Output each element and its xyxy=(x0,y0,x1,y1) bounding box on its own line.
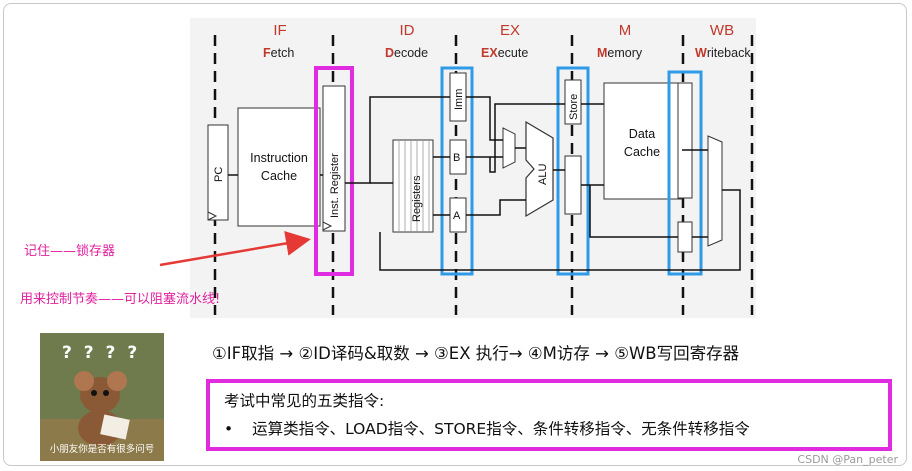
bullet-marker: • xyxy=(224,420,234,438)
mem-wb-result-latch xyxy=(677,221,693,253)
latch-note: 记住——锁存器 xyxy=(24,244,116,259)
rhythm-note: 用来控制节奏——可以阻塞流水线! xyxy=(20,292,221,307)
meme-image: ? ? ? ? 小朋友你是否有很多问号 xyxy=(40,333,164,461)
stage-if-abbr: IF xyxy=(273,22,286,39)
stage-wb-abbr: WB xyxy=(710,22,734,39)
datapath-wires xyxy=(228,96,741,271)
instruction-cache-label-1: Instruction xyxy=(250,151,308,165)
inst-register xyxy=(322,85,346,232)
inst-register-highlight xyxy=(314,66,354,276)
stage-if-name: Fetch xyxy=(263,46,294,60)
exam-instruction-types: 运算类指令、LOAD指令、STORE指令、条件转移指令、无条件转移指令 xyxy=(252,420,750,438)
register-file-stripes xyxy=(398,140,430,232)
store-latch xyxy=(564,79,582,125)
stage-wb-name: Writeback xyxy=(695,46,751,60)
inst-register-clock-mark xyxy=(322,221,333,231)
stage-ex-abbr: EX xyxy=(500,22,520,39)
mouse-illustration xyxy=(40,333,164,461)
meme-caption: 小朋友你是否有很多问号 xyxy=(49,444,155,455)
pc-label: PC xyxy=(213,167,225,182)
data-cache-label-2: Cache xyxy=(624,145,660,159)
mem-wb-data-latch xyxy=(677,82,693,199)
stage-m-abbr: M xyxy=(619,22,632,39)
slide-frame xyxy=(3,3,907,466)
alu-label: ALU xyxy=(537,164,549,185)
watermark: CSDN @Pan_peter xyxy=(797,453,898,466)
b-label: B xyxy=(453,152,460,164)
meme-question-marks: ? ? ? ? xyxy=(62,343,141,363)
m-wb-latch-highlight xyxy=(667,70,703,276)
pipeline-steps: ①IF取指 → ②ID译码&取数 → ③EX 执行→ ④M访存 → ⑤WB写回寄… xyxy=(212,344,740,363)
register-file-label: Registers xyxy=(411,175,423,222)
stage-ex-name: EXecute xyxy=(481,46,528,60)
stage-id-name: Decode xyxy=(385,46,428,60)
instruction-cache-label-2: Cache xyxy=(261,169,297,183)
alu-result-latch xyxy=(564,155,582,215)
exam-title: 考试中常见的五类指令: xyxy=(224,392,385,410)
imm-label: Imm xyxy=(453,89,465,110)
ex-m-latch-highlight xyxy=(556,66,590,276)
pc-clock-mark xyxy=(207,211,218,221)
writeback-mux xyxy=(707,135,723,247)
latch-pointer-arrow xyxy=(159,231,311,267)
alu xyxy=(525,120,554,218)
id-ex-latch-highlight xyxy=(440,66,474,276)
alu-input-mux xyxy=(502,127,516,169)
stage-m-name: Memory xyxy=(597,46,643,60)
exam-instructions-box: 考试中常见的五类指令: • 运算类指令、LOAD指令、STORE指令、条件转移指… xyxy=(206,379,892,451)
pipeline-diagram: IF Fetch ID Decode EX EXecute M Memory W… xyxy=(159,18,756,318)
stage-id-abbr: ID xyxy=(400,22,415,39)
pc-latch xyxy=(207,124,229,221)
store-label: Store xyxy=(568,94,580,120)
data-cache-label-1: Data xyxy=(629,127,655,141)
a-label: A xyxy=(453,210,461,222)
instruction-cache xyxy=(237,107,321,227)
exam-list-item: • 运算类指令、LOAD指令、STORE指令、条件转移指令、无条件转移指令 xyxy=(224,417,750,439)
register-file xyxy=(392,139,434,233)
inst-register-label: Inst. Register xyxy=(329,153,341,218)
